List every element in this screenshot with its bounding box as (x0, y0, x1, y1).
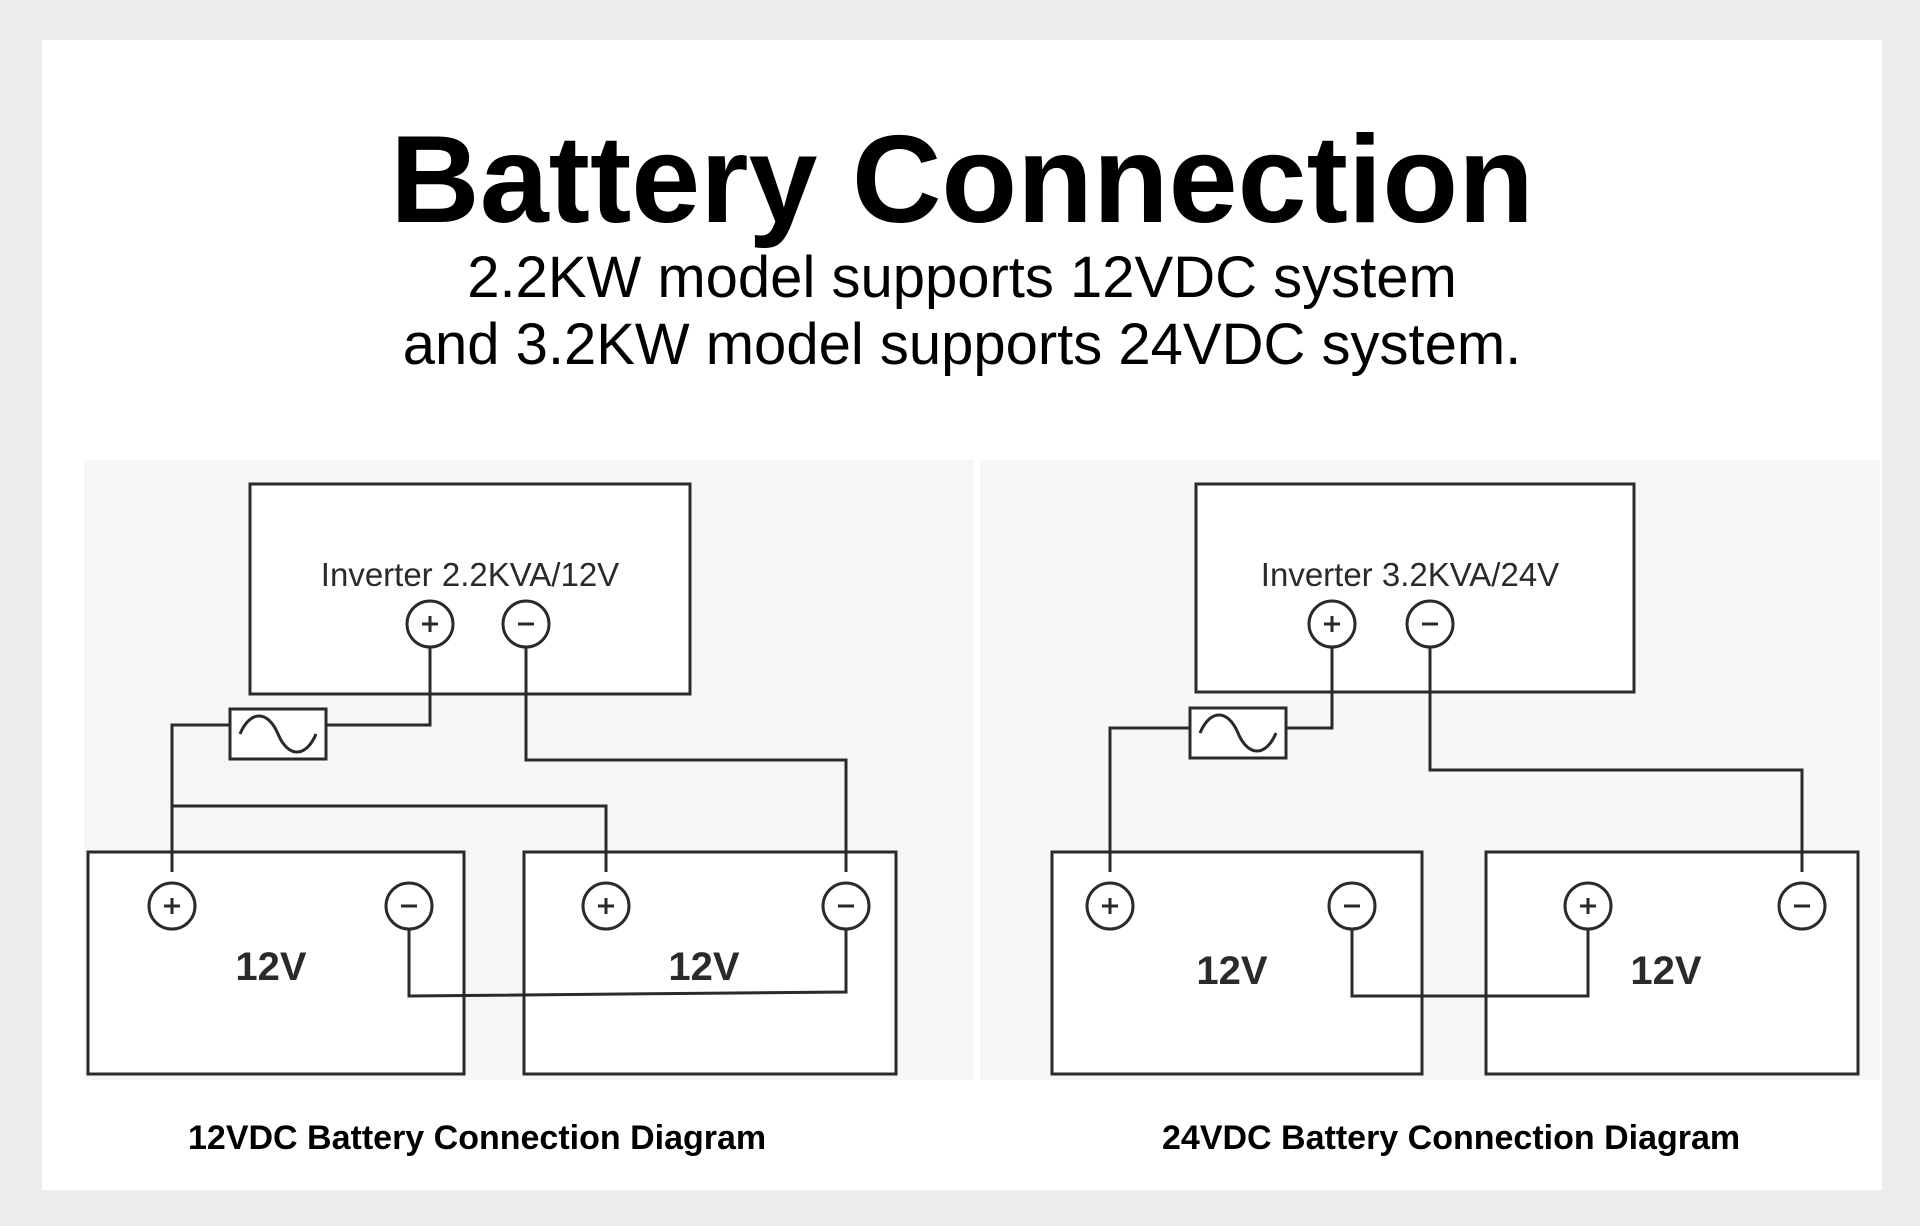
wire-series-link (1350, 906, 1590, 998)
battery-1-label: 12V (1196, 949, 1267, 993)
diagram-24vdc-svg: Inverter 3.2KVA/24V 12V 12V (980, 460, 1880, 1080)
wire-negative-parallel (407, 906, 848, 998)
wire-positive-parallel (172, 804, 608, 872)
inverter-label: Inverter 3.2KVA/24V (1261, 556, 1559, 593)
diagram-12vdc-svg: Inverter 2.2KVA/12V 12V 12V (84, 460, 974, 1080)
battery-2-positive-terminal-icon (581, 881, 631, 931)
battery-1-label: 12V (235, 945, 306, 989)
battery-2-negative-terminal-icon (821, 881, 871, 931)
wire-positive-to-fuse (326, 642, 432, 727)
content-card: Battery Connection 2.2KW model supports … (42, 40, 1882, 1190)
inverter-box (1194, 482, 1636, 694)
wire-positive-to-fuse (1286, 642, 1334, 730)
caption-24vdc: 24VDC Battery Connection Diagram (1162, 1119, 1741, 1157)
inverter-negative-terminal-icon (1405, 599, 1455, 649)
battery-2-label: 12V (668, 945, 739, 989)
diagram-12vdc: Inverter 2.2KVA/12V 12V 12V (84, 460, 974, 1080)
battery-1-positive-terminal-icon (147, 881, 197, 931)
wire-negative-to-battery-2 (524, 642, 848, 872)
battery-2-label: 12V (1630, 949, 1701, 993)
wire-fuse-to-battery-1-positive (1108, 726, 1190, 872)
wire-negative-to-battery-2 (1428, 642, 1804, 872)
subtitle-line-1: 2.2KW model supports 12VDC system (467, 245, 1457, 310)
inverter-positive-terminal-icon (1307, 599, 1357, 649)
fuse-icon (1188, 706, 1288, 760)
battery-1-negative-terminal-icon (1327, 881, 1377, 931)
fuse-icon (228, 707, 328, 761)
battery-2-negative-terminal-icon (1777, 881, 1827, 931)
battery-2-positive-terminal-icon (1563, 881, 1613, 931)
wire-fuse-to-battery-1-positive (170, 723, 230, 872)
diagram-24vdc: Inverter 3.2KVA/24V 12V 12V (980, 460, 1880, 1080)
subtitle-line-2: and 3.2KW model supports 24VDC system. (402, 312, 1522, 377)
inverter-positive-terminal-icon (405, 599, 455, 649)
caption-12vdc: 12VDC Battery Connection Diagram (188, 1119, 767, 1157)
page-title: Battery Connection (390, 111, 1534, 249)
inverter-label: Inverter 2.2KVA/12V (321, 556, 619, 593)
battery-1-negative-terminal-icon (384, 881, 434, 931)
battery-1-positive-terminal-icon (1085, 881, 1135, 931)
inverter-box (248, 482, 692, 696)
inverter-negative-terminal-icon (501, 599, 551, 649)
